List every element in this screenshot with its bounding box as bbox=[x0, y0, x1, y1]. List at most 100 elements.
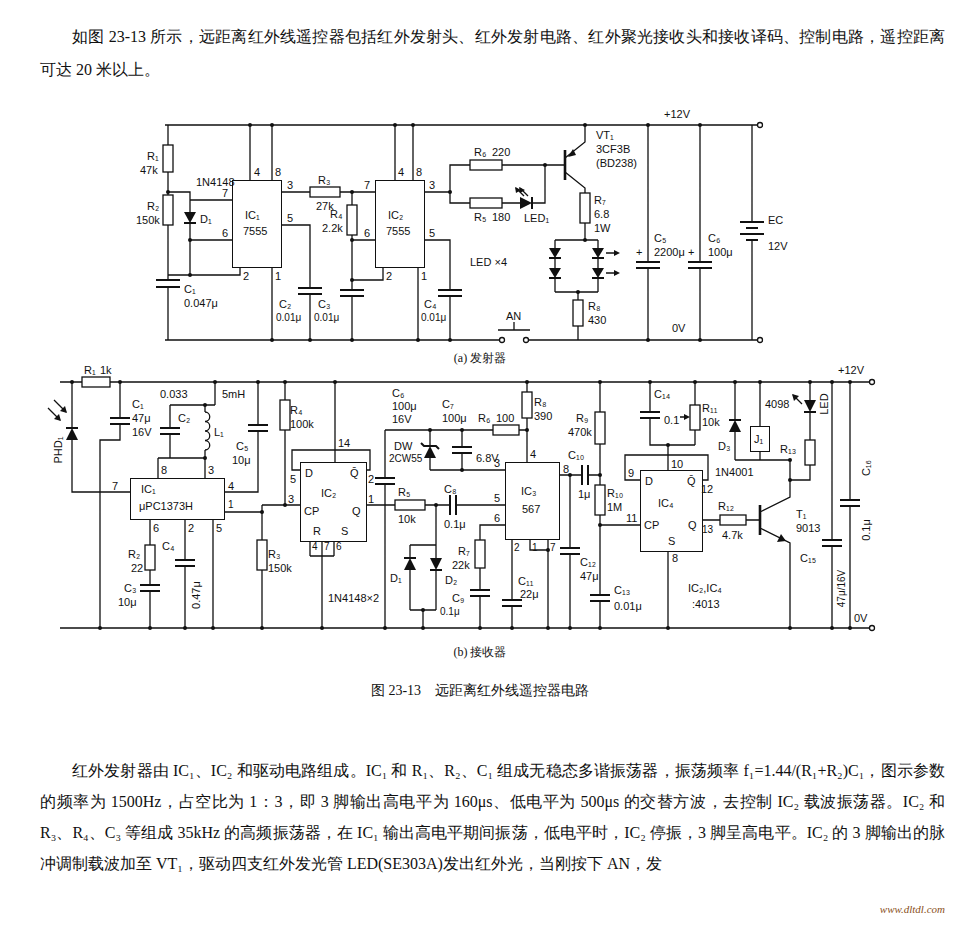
component-label: 16V bbox=[132, 426, 152, 438]
component-label: 0.01μ bbox=[314, 312, 339, 323]
component-label: R₁ bbox=[147, 150, 159, 162]
pin-number: 2 bbox=[514, 542, 520, 553]
pin-number: 1 bbox=[532, 542, 538, 553]
pin-number: 220 bbox=[492, 146, 510, 158]
component-label: T₁ bbox=[796, 508, 806, 520]
pin-number: 3 bbox=[287, 179, 293, 191]
component-label: R₆ bbox=[474, 146, 486, 158]
component-label: 22k bbox=[452, 559, 470, 571]
pin-number: 6 bbox=[336, 541, 342, 552]
pin-number: 180 bbox=[492, 211, 510, 223]
component-label: 100μ bbox=[442, 412, 467, 424]
pin-number: 7 bbox=[222, 187, 228, 199]
ic-box: J₁ bbox=[750, 426, 770, 452]
component-label: R₃ bbox=[268, 548, 280, 560]
component-label: D₁ bbox=[200, 213, 212, 225]
ic-text: Q bbox=[688, 519, 697, 531]
component-label: 1N4001 bbox=[715, 466, 754, 478]
ic-text: Q̄ bbox=[687, 475, 696, 487]
component-label: 10μ bbox=[232, 454, 251, 466]
component-label: C₃ bbox=[318, 298, 330, 310]
pin-number: 390 bbox=[534, 410, 552, 422]
component-label: C₁₃ bbox=[614, 584, 630, 596]
pin-number: 10 bbox=[671, 458, 683, 470]
ic-text: IC₂ bbox=[388, 209, 403, 221]
component-label: 10k bbox=[702, 416, 720, 428]
body-paragraph: 如图 23-13 所示，远距离红外线遥控器包括红外发射头、红外发射电路、红外聚光… bbox=[40, 20, 945, 86]
component-label: EC bbox=[768, 214, 783, 226]
pin-number: 5 bbox=[287, 212, 293, 224]
component-label: 0.047μ bbox=[184, 297, 218, 309]
pin-number: 13 bbox=[702, 524, 713, 535]
component-label: R₁₀ bbox=[607, 487, 623, 499]
pin-number: 22 bbox=[131, 562, 143, 574]
component-label: 2.2k bbox=[322, 222, 343, 234]
component-label: C₁ bbox=[184, 283, 196, 295]
component-label: 0.1 bbox=[664, 414, 679, 426]
pin-number: 4098 bbox=[765, 398, 789, 410]
ic-box: IC₃ 567 bbox=[505, 462, 560, 540]
component-label: R₁ bbox=[84, 364, 96, 376]
pin-number: 2 bbox=[368, 473, 374, 485]
component-label: R₃ bbox=[318, 174, 330, 186]
component-label: 47μ bbox=[132, 412, 151, 424]
pin-number: 2 bbox=[386, 270, 392, 282]
component-label: 2CW55 bbox=[389, 453, 422, 464]
pin-number: 6 bbox=[364, 227, 370, 239]
component-label: 100μ bbox=[708, 246, 733, 258]
ic-text: S bbox=[668, 535, 675, 547]
component-label: 100k bbox=[290, 418, 314, 430]
component-label: D₁ bbox=[390, 572, 402, 584]
component-label: C₁₂ bbox=[580, 556, 596, 568]
pin-number: 11 bbox=[626, 512, 637, 524]
ic-text: IC₃ bbox=[521, 485, 536, 497]
ic-text: CP bbox=[644, 519, 659, 531]
component-label: VT₁ bbox=[596, 129, 614, 141]
component-label: R₆ bbox=[478, 412, 490, 424]
ic-text: J₁ bbox=[754, 433, 763, 445]
component-label: 1M bbox=[607, 501, 622, 513]
component-label: 0.47μ bbox=[190, 581, 202, 609]
component-label: 16V bbox=[392, 413, 412, 425]
component-label: 0.033 bbox=[160, 388, 188, 400]
pin-number: 3 bbox=[494, 457, 500, 469]
component-label: R₅ bbox=[474, 211, 486, 223]
component-label: DW bbox=[394, 440, 412, 452]
component-label: 150k bbox=[268, 562, 292, 574]
pin-number: 5 bbox=[494, 492, 500, 504]
ic-box: IC₁ 7555 bbox=[232, 180, 282, 268]
ic-text: IC₁ bbox=[245, 209, 260, 221]
component-label: + bbox=[636, 246, 642, 258]
pin-number: 430 bbox=[588, 314, 606, 326]
pin-number: 4 bbox=[254, 166, 260, 178]
pin-number: 1 bbox=[421, 270, 427, 282]
component-label: 1k bbox=[100, 364, 112, 376]
component-label: 5mH bbox=[222, 388, 245, 400]
pin-number: 7 bbox=[550, 542, 556, 553]
pin-number: 7 bbox=[112, 480, 118, 492]
ic-text: 7555 bbox=[243, 225, 267, 237]
component-label: 10k bbox=[398, 513, 416, 525]
pin-number: 6 bbox=[153, 522, 159, 534]
component-label: R₈ bbox=[534, 396, 547, 408]
pin-number: 8 bbox=[416, 166, 422, 178]
ic-text: IC₄ bbox=[658, 497, 674, 509]
component-label: 22μ bbox=[520, 588, 539, 600]
ic-text: 567 bbox=[522, 503, 540, 515]
pin-number: 3 bbox=[208, 464, 214, 476]
component-label: 47μ/16V bbox=[837, 569, 848, 606]
component-label: 12V bbox=[768, 240, 788, 252]
component-label: (BD238) bbox=[596, 157, 637, 169]
component-label: IC₂,IC₄ bbox=[688, 582, 722, 594]
component-label: 0.01μ bbox=[276, 312, 301, 323]
component-label: R₁₃ bbox=[780, 443, 796, 455]
component-label: C₁₁ bbox=[518, 575, 533, 587]
pin-number: 6 bbox=[494, 512, 500, 524]
component-label: R₇ bbox=[458, 545, 470, 557]
component-label: 1N4148×2 bbox=[328, 592, 379, 604]
component-label: C₁₆ bbox=[860, 460, 872, 476]
pin-number: 2 bbox=[243, 270, 249, 282]
component-label: D₃ bbox=[718, 440, 730, 452]
component-label: C₇ bbox=[442, 398, 454, 410]
component-label: 47k bbox=[140, 164, 158, 176]
